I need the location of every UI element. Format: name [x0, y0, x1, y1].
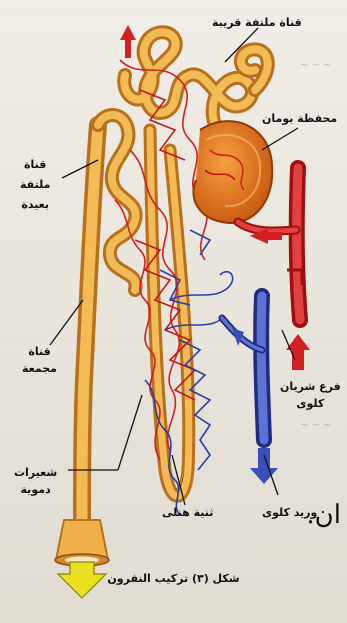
- label-line: ملتفة: [20, 178, 50, 192]
- label-blood-capillaries: شعيرات دموية: [14, 466, 57, 497]
- label-line: فرع شريان: [280, 380, 341, 394]
- proximal-tubule: [124, 32, 268, 125]
- loop-of-henle: [150, 130, 189, 496]
- label-renal-artery-branch: فرع شريان كلوى: [280, 380, 341, 411]
- renal-vein: [222, 296, 264, 440]
- label-collecting-duct: قناة مجمعة: [22, 345, 57, 376]
- label-proximal-tubule: قناة ملتفة قريبة: [212, 16, 302, 30]
- figure-caption: شكل (٣) تركيب النفرون: [0, 572, 347, 585]
- label-line: دموية: [14, 483, 57, 497]
- collecting-duct: [55, 125, 109, 566]
- label-distal-tubule: قناة ملتفة بعيدة: [20, 158, 50, 211]
- label-line: كلوى: [280, 397, 341, 411]
- vein-flow-arrow: [250, 448, 278, 484]
- label-line: مجمعة: [22, 362, 57, 376]
- label-line: قناة: [20, 158, 50, 172]
- artery-flow-arrow: [120, 25, 136, 58]
- label-loop-of-henle: ثنية هنلى: [162, 506, 213, 520]
- label-line: قناة: [22, 345, 57, 359]
- label-line: شعيرات: [14, 466, 57, 480]
- label-line: بعيدة: [20, 198, 50, 212]
- label-bowman-capsule: محفظة بومان: [262, 112, 337, 126]
- text-fragment: ان.: [306, 500, 341, 530]
- artery-flow-arrow: [286, 334, 310, 370]
- bowman-capsule: [194, 121, 273, 223]
